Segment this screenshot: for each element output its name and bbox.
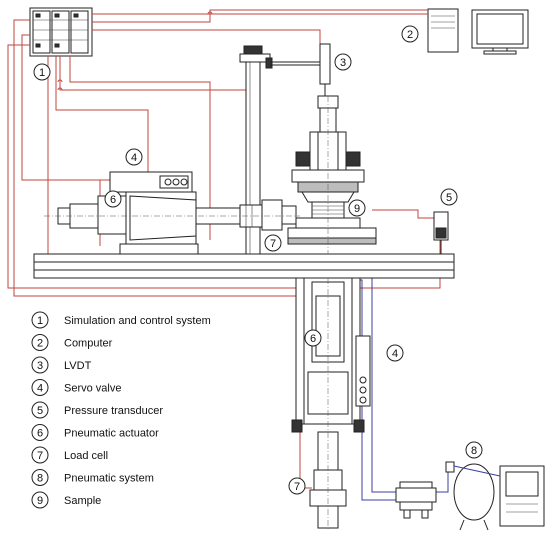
callout-number: 2 bbox=[407, 29, 413, 41]
legend-marker bbox=[31, 379, 49, 396]
callout-circle bbox=[125, 148, 143, 166]
callout-circle bbox=[104, 190, 122, 208]
callout-7: 7 bbox=[288, 477, 306, 495]
callout-6: 6 bbox=[304, 329, 322, 347]
legend-number: 6 bbox=[37, 428, 43, 440]
callout-2: 2 bbox=[401, 25, 419, 43]
callout-6: 6 bbox=[104, 190, 122, 208]
legend-label: Simulation and control system bbox=[64, 315, 211, 327]
legend-number: 3 bbox=[37, 360, 43, 372]
legend-marker bbox=[31, 424, 49, 441]
callout-number: 7 bbox=[294, 481, 300, 493]
legend-item: 2 Computer bbox=[31, 334, 113, 351]
callout-circle bbox=[334, 53, 352, 71]
callout-number: 8 bbox=[471, 445, 477, 457]
base-frame bbox=[33, 253, 455, 279]
legend-item: 9 Sample bbox=[31, 491, 101, 509]
callout-5: 5 bbox=[440, 188, 458, 206]
pressure-transducer bbox=[433, 211, 449, 254]
legend-label: Load cell bbox=[64, 450, 108, 462]
legend-number: 1 bbox=[37, 315, 43, 327]
pneumatic-system bbox=[395, 461, 545, 531]
legend-number: 4 bbox=[37, 383, 43, 395]
legend-label: Pneumatic system bbox=[64, 473, 154, 485]
legend-marker bbox=[31, 334, 49, 351]
callout-circle bbox=[304, 329, 322, 347]
legend-marker bbox=[31, 356, 49, 374]
callout-number: 6 bbox=[110, 194, 116, 206]
legend-label: LVDT bbox=[64, 360, 92, 372]
callout-circle bbox=[465, 441, 483, 459]
callout-9: 9 bbox=[348, 199, 366, 217]
computer-unit bbox=[427, 8, 529, 55]
callout-8: 8 bbox=[465, 441, 483, 459]
callout-circle bbox=[264, 234, 282, 252]
callout-circle bbox=[401, 25, 419, 43]
legend-item: 3 LVDT bbox=[31, 356, 92, 374]
callout-markers: 1 2 3 4 5 6 7 9 6 4 8 7 bbox=[33, 25, 483, 495]
legend-marker bbox=[31, 401, 49, 419]
legend-marker bbox=[31, 446, 49, 464]
callout-7: 7 bbox=[264, 234, 282, 252]
callout-number: 5 bbox=[446, 192, 452, 204]
callout-circle bbox=[348, 199, 366, 217]
legend-marker bbox=[31, 491, 49, 509]
legend-label: Pressure transducer bbox=[64, 405, 163, 417]
legend-item: 5 Pressure transducer bbox=[31, 401, 163, 419]
callout-number: 6 bbox=[310, 333, 316, 345]
legend-item: 6 Pneumatic actuator bbox=[31, 424, 159, 441]
callout-number: 4 bbox=[131, 152, 137, 164]
legend-item: 7 Load cell bbox=[31, 446, 108, 464]
lower-actuator bbox=[291, 277, 371, 530]
callout-circle bbox=[288, 477, 306, 495]
legend-item: 1 Simulation and control system bbox=[31, 311, 211, 329]
legend-label: Servo valve bbox=[64, 383, 121, 395]
callout-number: 4 bbox=[392, 348, 398, 360]
callout-circle bbox=[440, 188, 458, 206]
legend-item: 8 Pneumatic system bbox=[31, 469, 154, 486]
legend-label: Pneumatic actuator bbox=[64, 428, 159, 440]
callout-number: 3 bbox=[340, 57, 346, 69]
upper-chamber bbox=[287, 95, 377, 254]
callout-circle bbox=[33, 63, 51, 81]
callout-4: 4 bbox=[125, 148, 143, 166]
control-system-unit bbox=[29, 7, 93, 57]
callout-number: 7 bbox=[270, 238, 276, 250]
legend-number: 2 bbox=[37, 338, 43, 350]
legend-marker bbox=[31, 469, 49, 486]
callout-circle bbox=[386, 344, 404, 362]
horizontal-actuator bbox=[44, 171, 300, 255]
legend-number: 7 bbox=[37, 450, 43, 462]
legend-number: 5 bbox=[37, 405, 43, 417]
callout-1: 1 bbox=[33, 63, 51, 81]
legend-label: Sample bbox=[64, 495, 101, 507]
legend-number: 9 bbox=[37, 495, 43, 507]
component-legend: 1 Simulation and control system 2 Computer 3… bbox=[31, 311, 211, 509]
callout-3: 3 bbox=[334, 53, 352, 71]
callout-number: 9 bbox=[354, 203, 360, 215]
legend-number: 8 bbox=[37, 473, 43, 485]
legend-marker bbox=[31, 311, 49, 329]
legend-item: 4 Servo valve bbox=[31, 379, 121, 396]
callout-4: 4 bbox=[386, 344, 404, 362]
legend-label: Computer bbox=[64, 338, 113, 350]
callout-number: 1 bbox=[39, 67, 45, 79]
